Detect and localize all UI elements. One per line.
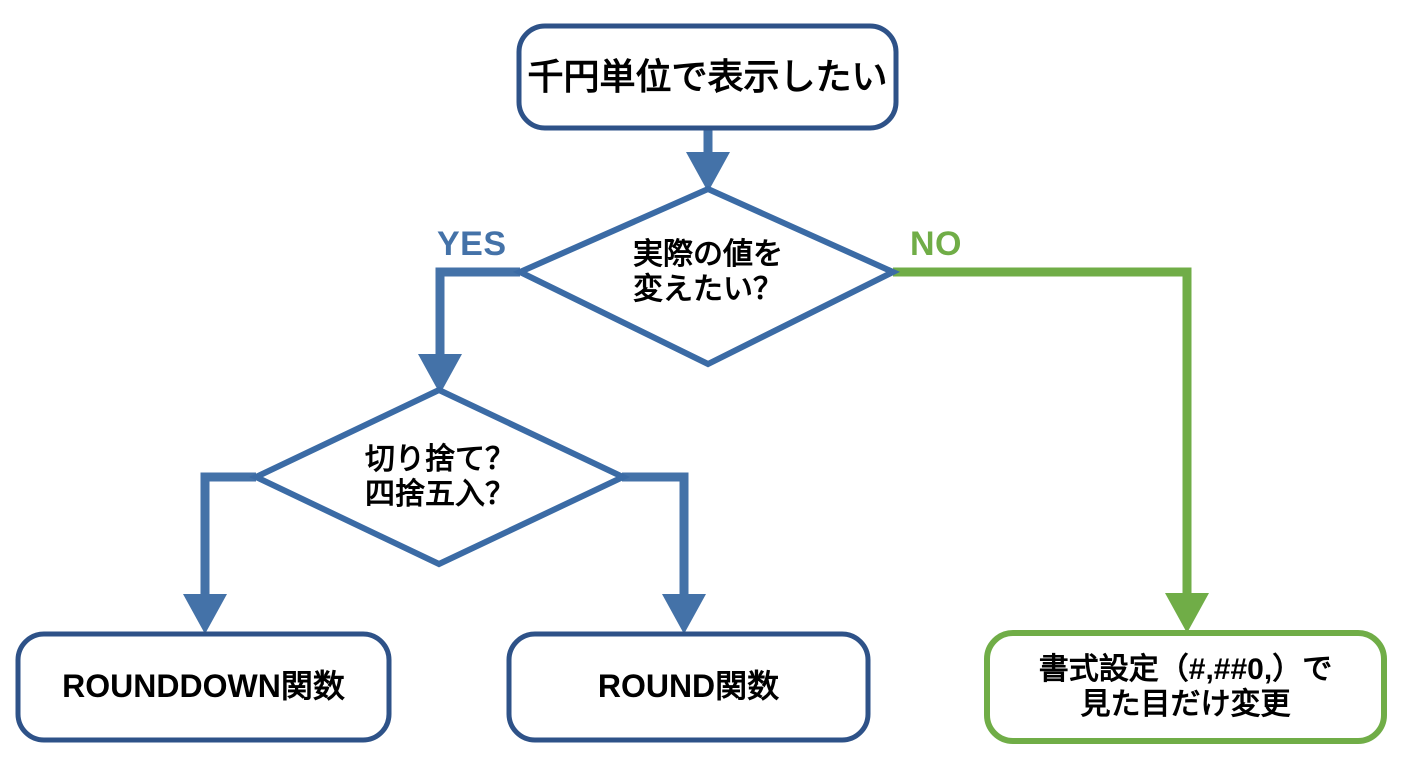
- node-decision-change-value[interactable]: [512, 185, 901, 368]
- node-start[interactable]: [516, 23, 899, 131]
- connector-start-to-decision1: [686, 128, 730, 192]
- connector-decision1-no: [893, 267, 1209, 633]
- connector-decision2-left: [183, 472, 256, 634]
- node-decision-round-mode[interactable]: [249, 386, 631, 568]
- branch-label-yes: YES: [437, 225, 507, 263]
- node-result-round[interactable]: [506, 631, 871, 743]
- node-result-rounddown[interactable]: [15, 631, 392, 743]
- connector-decision1-yes: [418, 267, 520, 394]
- node-result-format[interactable]: [984, 630, 1387, 744]
- branch-label-no: NO: [910, 225, 962, 263]
- connector-decision2-right: [622, 472, 706, 634]
